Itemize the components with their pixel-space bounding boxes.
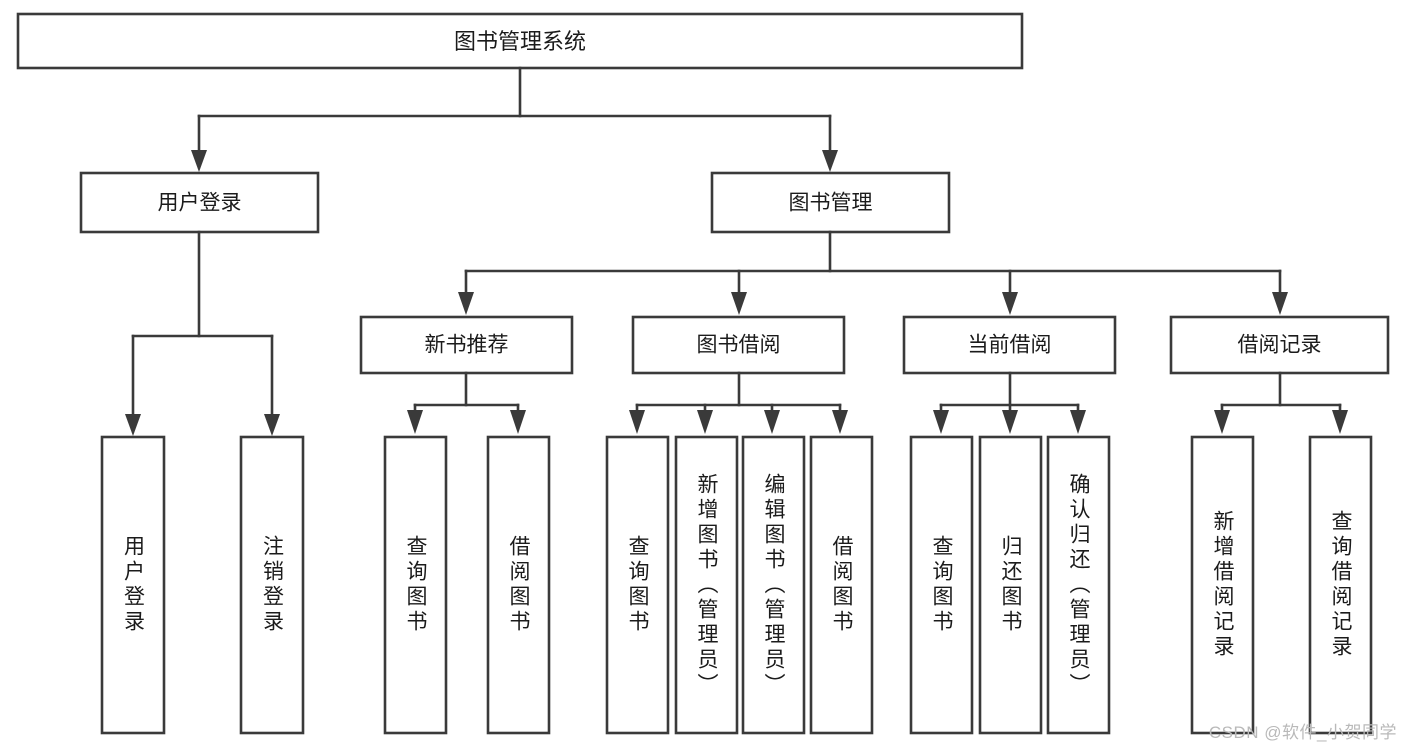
leaf-box[interactable]	[486, 435, 551, 735]
node-borrow-record-label: 借阅记录	[1238, 334, 1322, 357]
node-new-book-recommend-label: 新书推荐	[425, 334, 509, 357]
connector-newbook-to-leaves	[407, 371, 526, 434]
leaf-box[interactable]	[1308, 435, 1373, 735]
node-book-borrow-label: 图书借阅	[697, 334, 781, 357]
node-book-management[interactable]: 图书管理	[710, 171, 951, 234]
leaf-box[interactable]	[978, 435, 1043, 735]
node-user-login-label: 用户登录	[158, 192, 242, 215]
node-new-book-recommend[interactable]: 新书推荐	[359, 315, 574, 375]
connector-borrowrecord-to-leaves	[1214, 371, 1348, 434]
node-user-login[interactable]: 用户登录	[79, 171, 320, 234]
leaf-box[interactable]	[809, 435, 874, 735]
leaf-box[interactable]	[741, 435, 806, 735]
leaf-box[interactable]	[909, 435, 974, 735]
connector-bookborrow-to-leaves	[629, 371, 848, 434]
leaf-box[interactable]	[605, 435, 670, 735]
node-root-label: 图书管理系统	[454, 29, 586, 54]
leaf-box[interactable]	[383, 435, 448, 735]
leaf-box[interactable]	[1190, 435, 1255, 735]
leaf-box[interactable]	[100, 435, 166, 735]
leaf-box[interactable]	[674, 435, 739, 735]
leaf-box[interactable]	[1046, 435, 1111, 735]
node-root[interactable]: 图书管理系统	[16, 12, 1024, 70]
node-current-borrow[interactable]: 当前借阅	[902, 315, 1117, 375]
node-current-borrow-label: 当前借阅	[968, 334, 1052, 357]
node-borrow-record[interactable]: 借阅记录	[1169, 315, 1390, 375]
connector-bookmgmt-to-level2	[458, 230, 1288, 315]
connector-userlogin-to-leaves	[125, 230, 280, 436]
watermark-text: CSDN @软件_小贺同学	[1208, 723, 1397, 742]
connector-root-to-level1	[191, 66, 838, 172]
connector-currentborrow-to-leaves	[933, 371, 1086, 434]
node-book-borrow[interactable]: 图书借阅	[631, 315, 846, 375]
node-book-management-label: 图书管理	[789, 192, 873, 215]
leaf-box[interactable]	[239, 435, 305, 735]
